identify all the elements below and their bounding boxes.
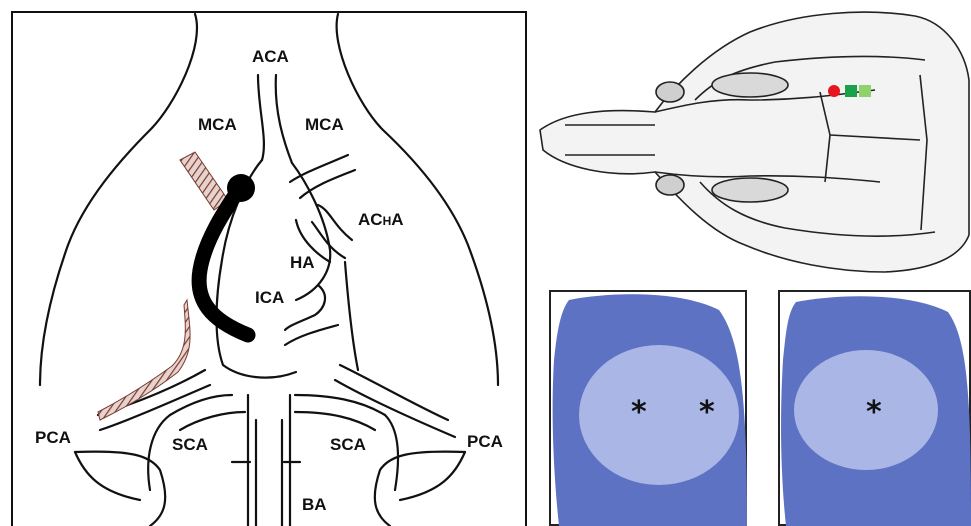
ha-lower <box>285 325 338 345</box>
aca-right-wall <box>276 75 292 163</box>
label-sca-left: SCA <box>172 435 208 454</box>
label-acha-a: A <box>391 210 403 229</box>
vessel-outlines <box>40 14 498 526</box>
slice-left-image: * * <box>549 290 747 526</box>
mca-right-lower <box>300 170 355 198</box>
label-ha: HA <box>290 253 315 272</box>
label-acha-ac: AC <box>358 210 383 229</box>
slice-left-star-1: * <box>631 395 647 430</box>
skull-drawing <box>535 0 971 290</box>
right-hemisphere-outline <box>337 14 498 385</box>
lower-right-lobe <box>375 452 465 526</box>
mca-right-upper <box>290 155 348 182</box>
right-vertical-vessel <box>345 262 358 370</box>
marker-red-circle <box>828 85 840 97</box>
slice-left-core <box>579 345 739 485</box>
label-sca-right: SCA <box>330 435 366 454</box>
vessel-diagram-panel: ACA MCA MCA ACHA HA ICA PCA PCA SCA SCA … <box>0 0 540 526</box>
label-mca-right: MCA <box>305 115 344 134</box>
vessel-diagram: ACA MCA MCA ACHA HA ICA PCA PCA SCA SCA … <box>0 0 540 526</box>
label-aca: ACA <box>252 47 289 66</box>
label-ica: ICA <box>255 288 284 307</box>
label-acha: ACHA <box>358 210 404 229</box>
occluder-filament <box>199 188 248 335</box>
skull-panel <box>535 0 971 290</box>
slice-right-star: * <box>866 395 882 430</box>
sca-right-outer <box>385 415 398 490</box>
aca-left-wall <box>258 75 264 160</box>
left-hemisphere-outline <box>40 14 197 385</box>
label-acha-h: H <box>383 214 392 228</box>
skull-outline <box>540 12 969 272</box>
lower-left-lobe <box>75 452 165 526</box>
slice-right-image: * <box>778 290 971 526</box>
lower-left-lobe-curve <box>75 452 140 500</box>
lower-right-lobe-curve <box>400 452 465 500</box>
label-ba: BA <box>302 495 327 514</box>
slice-left-star-2: * <box>699 395 715 430</box>
ha-loop <box>285 285 325 330</box>
pca-left-hatched <box>98 300 190 420</box>
label-pca-right: PCA <box>467 432 503 451</box>
label-mca-left: MCA <box>198 115 237 134</box>
sca-left-mid <box>180 412 245 430</box>
marker-green-square <box>845 85 857 97</box>
brain-slice-left: * * <box>549 290 747 526</box>
circle-base <box>223 365 296 378</box>
label-pca-left: PCA <box>35 428 71 447</box>
sca-right-mid <box>295 412 375 430</box>
sca-left-outer <box>148 415 170 490</box>
brain-slice-right: * <box>778 290 971 526</box>
occluder-tip <box>227 174 255 202</box>
marker-light-green-square <box>859 85 871 97</box>
diagram-frame <box>12 12 526 526</box>
mca-left-hatched <box>180 152 228 210</box>
pca-right-lower <box>335 380 455 437</box>
